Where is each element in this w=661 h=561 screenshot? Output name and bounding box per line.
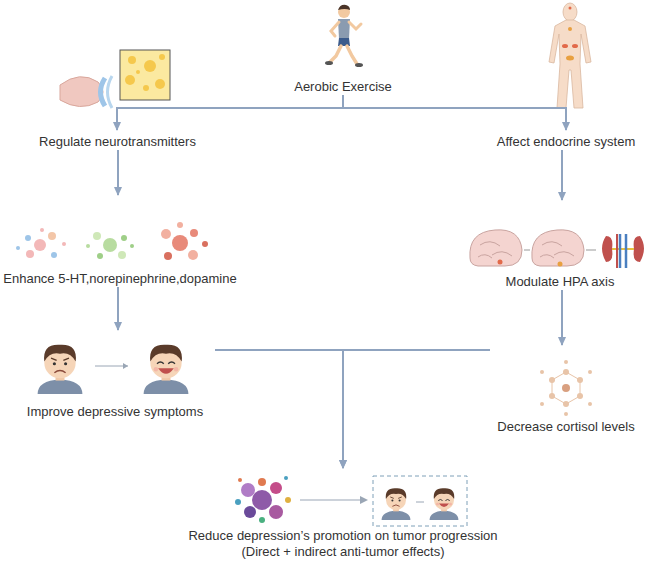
- text-node: Enhance 5-HT,norepinephrine,dopamine: [0, 195, 240, 287]
- flow-arrow: [561, 150, 563, 200]
- mood-change-icon: [38, 345, 189, 394]
- node-text: Decrease cortisol levels: [497, 419, 634, 435]
- node-text: Regulate neurotransmitters: [39, 134, 196, 150]
- tumor-cells-icon: [235, 476, 467, 526]
- flow-arrow: [117, 150, 119, 195]
- runner-icon: [325, 5, 363, 67]
- flow-arrow: [561, 290, 563, 345]
- node-text: Improve depressive symptoms: [27, 404, 203, 420]
- flow-arrow: [343, 350, 490, 468]
- body-icon: [549, 3, 591, 108]
- flow-arrow: [117, 287, 119, 330]
- node-text: Modulate HPA axis: [506, 274, 615, 290]
- node-text: (Direct + indirect anti-tumor effects): [241, 544, 444, 560]
- node-text: Affect endocrine system: [497, 134, 636, 150]
- text-node: Regulate neurotransmitters: [30, 130, 205, 150]
- flow-arrow: [215, 350, 343, 468]
- neurotransmitter-icons: [16, 222, 208, 260]
- flow-arrow: [343, 95, 566, 130]
- synapse-icon: [60, 50, 170, 108]
- node-text: Reduce depression’s promotion on tumor p…: [188, 528, 497, 544]
- text-node: Modulate HPA axis: [465, 200, 655, 290]
- text-node: Affect endocrine system: [485, 130, 647, 150]
- text-node: Reduce depression’s promotion on tumor p…: [168, 468, 518, 560]
- cortisol-icon: [540, 360, 592, 416]
- text-node: Aerobic Exercise: [278, 0, 408, 95]
- flow-arrow: [117, 95, 343, 130]
- hpa-axis-icons: [470, 230, 644, 268]
- text-node: Decrease cortisol levels: [490, 345, 642, 435]
- node-text: Aerobic Exercise: [294, 79, 392, 95]
- node-text: Enhance 5-HT,norepinephrine,dopamine: [3, 271, 236, 287]
- text-node: Improve depressive symptoms: [15, 330, 215, 420]
